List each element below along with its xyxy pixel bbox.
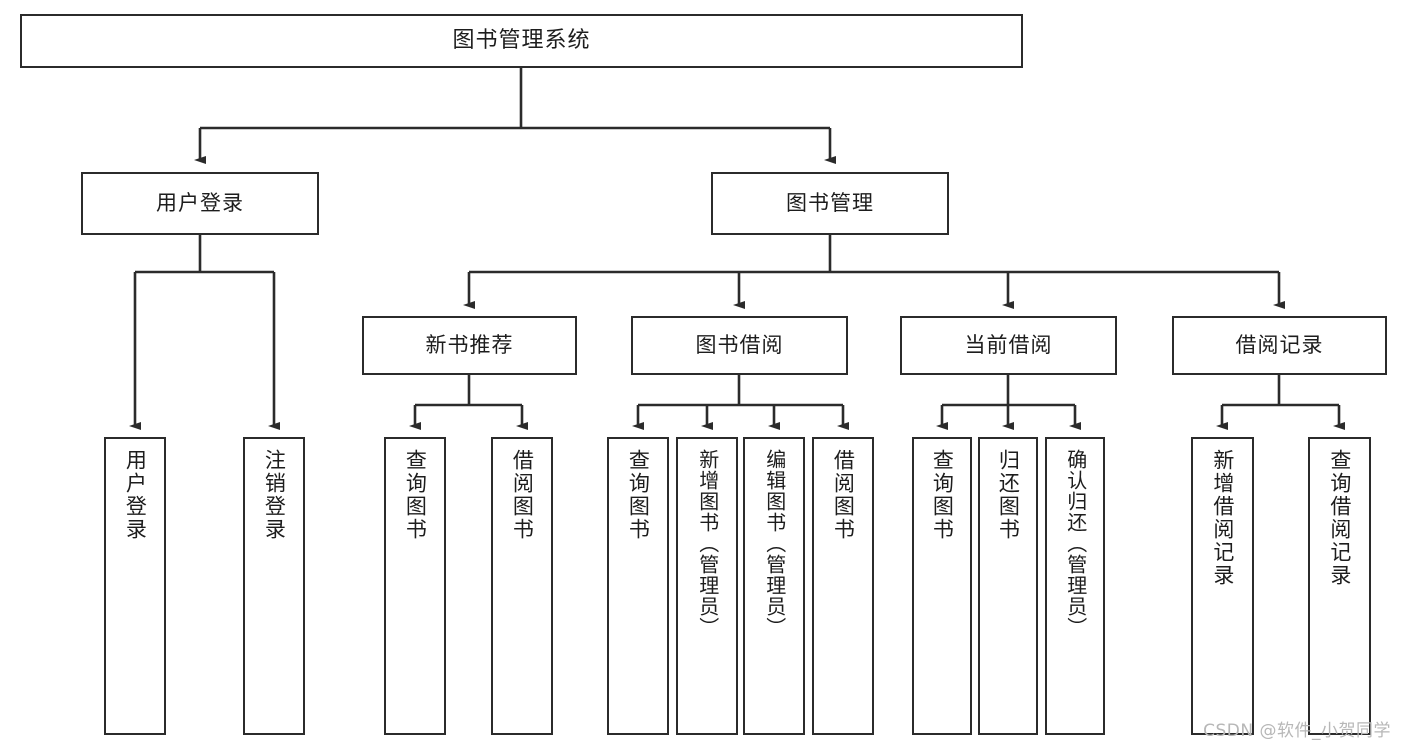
node-label: 编辑图书（管理员） <box>762 449 787 638</box>
node-leaf-borrow-book-recommend[interactable]: 借阅图书 <box>491 437 553 735</box>
node-label: 查询图书 <box>626 449 651 541</box>
node-label: 查询图书 <box>403 449 428 541</box>
node-root-system[interactable]: 图书管理系统 <box>20 14 1023 68</box>
node-leaf-add-borrow-record[interactable]: 新增借阅记录 <box>1191 437 1254 735</box>
node-leaf-edit-book[interactable]: 编辑图书（管理员） <box>743 437 805 735</box>
csdn-watermark: CSDN @软件_小贺同学 <box>1203 721 1391 741</box>
node-leaf-query-book-recommend[interactable]: 查询图书 <box>384 437 446 735</box>
node-label: 用户登录 <box>123 449 148 541</box>
node-leaf-query-book-borrow[interactable]: 查询图书 <box>607 437 669 735</box>
node-label: 图书管理 <box>786 190 874 215</box>
node-label: 查询图书 <box>930 449 955 541</box>
node-label: 图书借阅 <box>695 332 784 357</box>
node-label: 借阅记录 <box>1235 332 1324 357</box>
node-label: 新增图书（管理员） <box>695 449 720 638</box>
node-leaf-borrow-book[interactable]: 借阅图书 <box>812 437 874 735</box>
node-leaf-query-borrow-record[interactable]: 查询借阅记录 <box>1308 437 1371 735</box>
node-label: 注销登录 <box>262 449 287 541</box>
node-book-borrow[interactable]: 图书借阅 <box>631 316 848 375</box>
node-book-management[interactable]: 图书管理 <box>711 172 949 235</box>
node-label: 归还图书 <box>996 449 1021 541</box>
node-new-book-recommend[interactable]: 新书推荐 <box>362 316 577 375</box>
node-leaf-return-book[interactable]: 归还图书 <box>978 437 1038 735</box>
node-label: 确认归还（管理员） <box>1063 449 1088 638</box>
node-label: 当前借阅 <box>964 332 1053 357</box>
node-label: 新增借阅记录 <box>1210 449 1235 587</box>
node-label: 查询借阅记录 <box>1327 449 1352 587</box>
node-borrow-record[interactable]: 借阅记录 <box>1172 316 1387 375</box>
node-current-borrow[interactable]: 当前借阅 <box>900 316 1117 375</box>
node-leaf-user-login[interactable]: 用户登录 <box>104 437 166 735</box>
node-label: 用户登录 <box>156 190 244 215</box>
node-label: 新书推荐 <box>425 332 514 357</box>
node-leaf-add-book[interactable]: 新增图书（管理员） <box>676 437 738 735</box>
node-label: 借阅图书 <box>831 449 856 541</box>
node-user-login[interactable]: 用户登录 <box>81 172 319 235</box>
node-leaf-confirm-return[interactable]: 确认归还（管理员） <box>1045 437 1105 735</box>
node-leaf-logout-login[interactable]: 注销登录 <box>243 437 305 735</box>
node-label: 借阅图书 <box>510 449 535 541</box>
node-label: 图书管理系统 <box>452 27 591 53</box>
node-leaf-query-book-current[interactable]: 查询图书 <box>912 437 972 735</box>
